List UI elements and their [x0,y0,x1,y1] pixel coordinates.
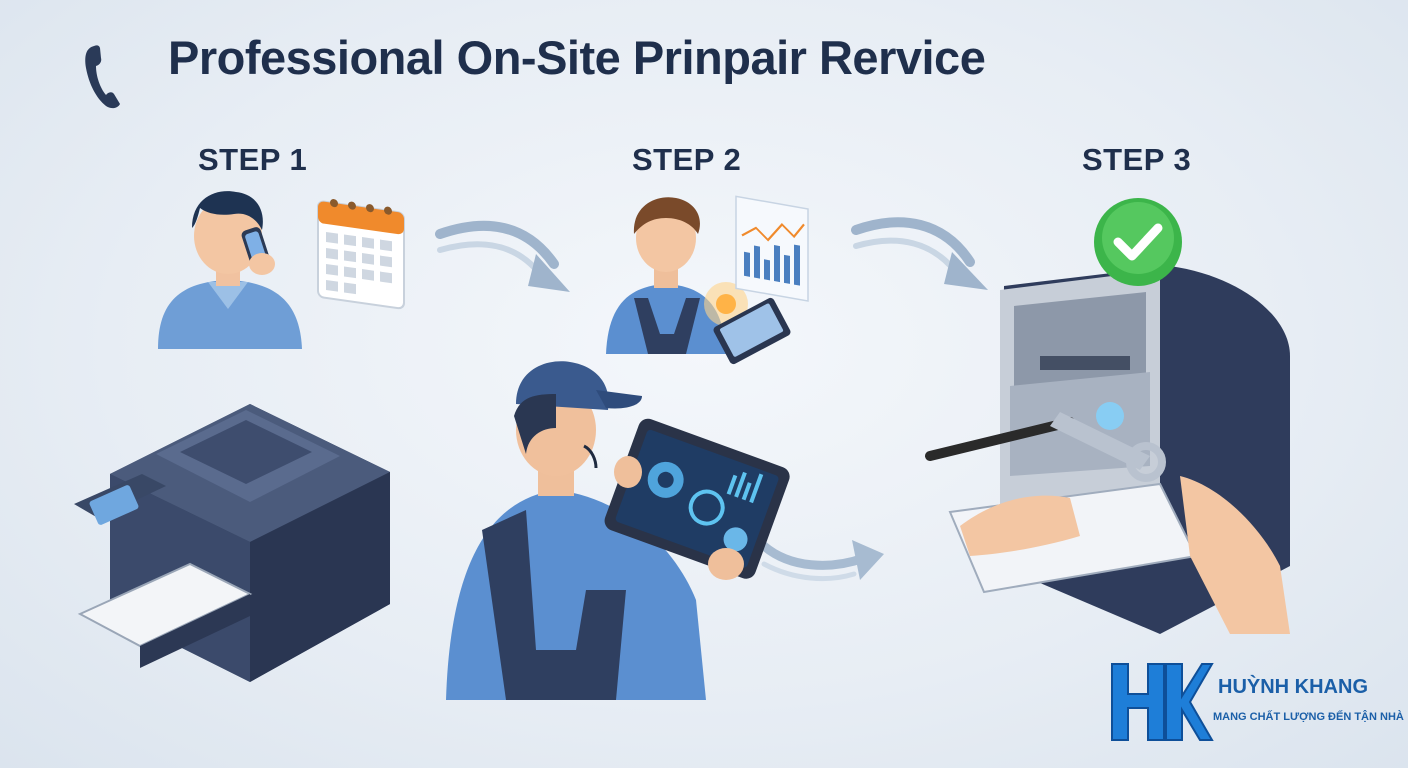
arrow-step1-to-step2 [435,220,570,292]
chart-card-icon [735,195,809,302]
printer-illustration [74,404,390,682]
step-1-label: STEP 1 [198,142,308,177]
step-3-label: STEP 3 [1082,142,1192,177]
arrow-tablet-to-repair [759,540,884,582]
calendar-icon [317,199,405,310]
check-icon [1094,198,1182,286]
printer-repair-illustration [925,266,1290,634]
brand-tagline: MANG CHẤT LƯỢNG ĐẾN TẬN NHÀ [1213,711,1404,723]
page-title: Professional On-Site Prinpair Rervice [168,31,986,84]
phone-icon [85,45,120,109]
arrow-step2-to-step3 [851,217,988,290]
brand-logo [1111,663,1214,741]
customer-calling-illustration [158,191,302,349]
step-2-label: STEP 2 [632,142,742,177]
brand-name: HUỲNH KHANG [1218,676,1368,698]
technician-with-tablet-illustration [446,361,790,700]
technician-diagnosing-illustration [606,197,791,365]
